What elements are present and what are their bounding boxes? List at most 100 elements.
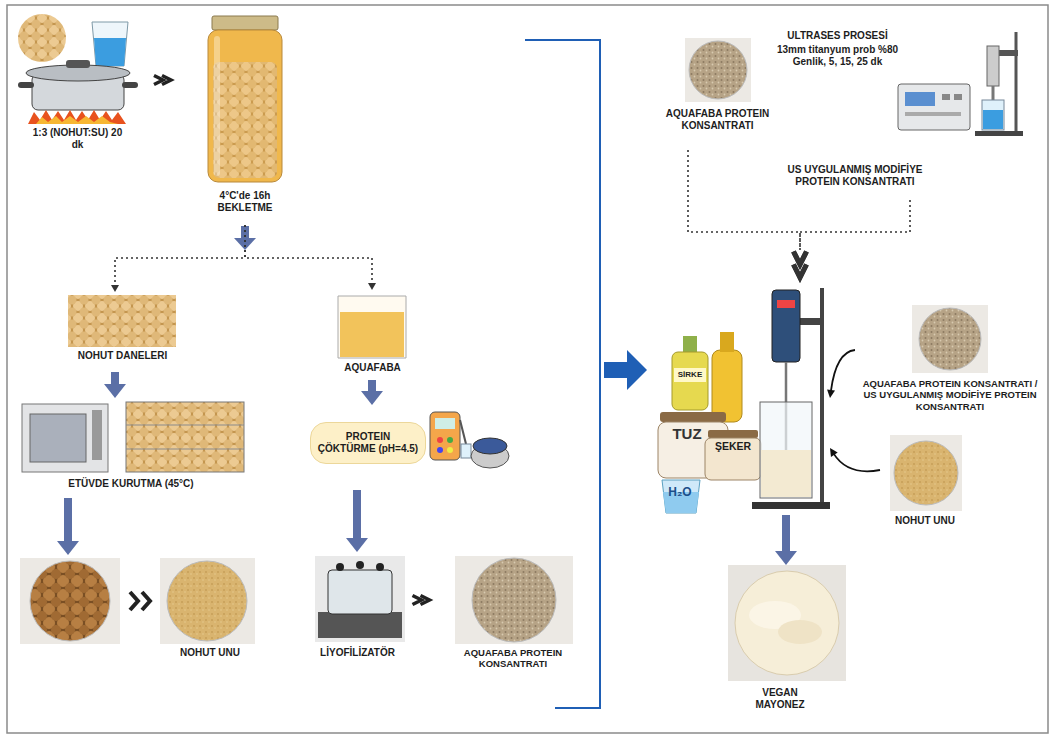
chickpea-flour-photo: [894, 441, 958, 505]
process-step: SİRKETUZŞEKERH₂O: [650, 280, 830, 515]
ph-meter-and-centrifuge: [435, 418, 455, 429]
pressure-cooker: [122, 82, 138, 88]
ultrasound-device: [975, 131, 1023, 136]
chickpea-grains-photo: [68, 295, 176, 347]
connector-part: [782, 515, 790, 552]
flow-arrow: [104, 372, 126, 398]
protein-concentrate-photo: [472, 558, 556, 642]
outer-frame: [7, 5, 1048, 733]
step-caption: NOHUT DANELERI: [60, 350, 185, 362]
vegan-mayonnaise-photo: [735, 571, 839, 675]
step-caption: TUZ: [654, 425, 720, 443]
pressure-cooker: [36, 116, 118, 124]
ultrasound-device: [1015, 32, 1018, 132]
flow-arrow: [827, 350, 855, 398]
ph-meter-and-centrifuge: [437, 447, 443, 453]
dried-chickpeas-and-flour: [20, 558, 120, 644]
arrow-head: [111, 285, 119, 292]
oven-and-trays: [22, 402, 244, 472]
vegan-mayonnaise-photo: [728, 565, 846, 681]
ingredients-and-mixer: [658, 288, 830, 513]
oven-and-trays: [126, 402, 244, 472]
connector-part: [64, 498, 72, 542]
arrow-head: [830, 448, 838, 457]
chevron-head: [794, 265, 807, 278]
ultrasound-device: [942, 94, 950, 100]
dried-chickpeas-and-flour: [160, 558, 255, 644]
connector-part: [353, 490, 361, 539]
process-step: US UYGULANMIŞ MODİFİYE PROTEIN KONSANTRA…: [770, 160, 940, 200]
connector-part: [115, 225, 245, 286]
ingredients-and-mixer: [705, 438, 761, 480]
ph-meter-and-centrifuge: [460, 420, 466, 444]
pressure-cooker: [18, 14, 66, 62]
ingredients-and-mixer: [777, 300, 795, 308]
ph-meter-and-centrifuge: [437, 437, 443, 443]
ingredients-and-mixer: [761, 450, 811, 497]
protein-concentrate-photo: [912, 305, 988, 373]
ultrasound-device: [982, 100, 1004, 130]
process-step: PROTEIN ÇÖKTÜRME (pH=4.5): [285, 405, 510, 490]
ingredients-and-mixer: [772, 290, 800, 362]
ingredients-and-mixer: [708, 430, 758, 438]
process-step: 1:3 (NOHUT:SU) 20 dk: [15, 15, 140, 155]
flow-arrow: [361, 380, 383, 405]
step-caption: NOHUT UNU: [880, 515, 970, 527]
step-caption: ŞEKER: [705, 440, 761, 453]
aquafaba-beaker: [338, 296, 406, 358]
protein-concentrate-photo: [685, 38, 751, 102]
protein-concentrate-photo: [455, 556, 573, 644]
step-caption: 4°C'de 16h BEKLETME: [195, 190, 295, 214]
process-step: AQUAFABA PROTEIN KONSANTRATI: [650, 38, 785, 150]
protein-concentrate-photo: [685, 38, 751, 102]
lyophilizer: [336, 563, 344, 571]
ultrasound-device: [898, 32, 1023, 136]
process-step: VEGAN MAYONEZ: [700, 565, 860, 720]
ph-meter-and-centrifuge: [430, 412, 509, 468]
process-step: NOHUT UNU: [880, 432, 970, 532]
ingredients-and-mixer: [752, 502, 830, 509]
process-step: LİYOFİLİZATÖR: [305, 552, 410, 667]
connector-part: [831, 350, 855, 391]
step-caption: ETÜVDE KURUTMA (45°C): [15, 478, 247, 490]
arrow-head: [57, 541, 79, 555]
process-step: NOHUT DANELERI: [60, 292, 185, 372]
ultrasound-device: [987, 46, 999, 86]
chickpea-flour-photo: [890, 435, 962, 511]
flow-arrow: [794, 200, 911, 278]
step-caption: NOHUT UNU: [160, 647, 260, 659]
outer-frame: [7, 5, 1048, 733]
protein-concentrate-photo: [689, 41, 747, 99]
arrow-head: [346, 538, 368, 552]
chickpea-flour-photo: [890, 435, 962, 511]
vegan-mayonnaise-photo: [728, 565, 846, 681]
vegan-mayonnaise-photo: [778, 620, 822, 644]
connector-part: [245, 225, 372, 284]
process-step: NOHUT UNU: [15, 555, 260, 670]
lyophilizer: [328, 570, 392, 614]
ingredients-and-mixer: [662, 480, 700, 513]
flow-arrow: [245, 225, 376, 290]
arrow-head: [104, 384, 126, 398]
pressure-cooker: [18, 14, 138, 124]
ingredients-and-mixer: [660, 412, 726, 422]
process-pill-label: PROTEIN ÇÖKTÜRME (pH=4.5): [310, 422, 426, 464]
step-caption: AQUAFABA PROTEIN KONSANTRATI: [432, 647, 594, 670]
step-caption: H₂O: [662, 485, 698, 499]
pressure-cooker: [18, 82, 34, 88]
oven-and-trays: [22, 404, 108, 472]
process-step: AQUAFABA PROTEIN KONSANTRATI / US UYGULA…: [855, 302, 1045, 427]
arrow-head: [827, 390, 835, 398]
lyophilizer: [376, 563, 384, 571]
flow-arrow: [154, 76, 171, 85]
chevron-head: [421, 596, 430, 605]
connector-part: [368, 380, 376, 392]
pressure-cooker: [94, 38, 126, 66]
ultrasound-device: [954, 94, 962, 100]
chickpea-jar: [214, 36, 220, 176]
bracket-and-big-arrow: [525, 40, 600, 708]
step-caption: ULTRASES PROSESİ: [770, 30, 905, 42]
connector-part: [111, 372, 119, 385]
